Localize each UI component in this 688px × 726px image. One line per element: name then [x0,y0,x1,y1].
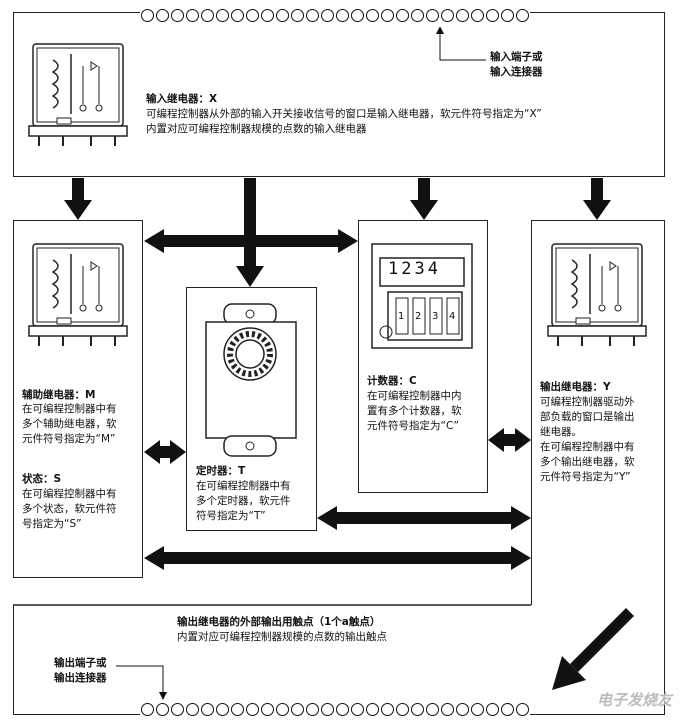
terminal-screw-icon [516,8,529,22]
input-relay-title: 输入继电器：X [146,93,218,105]
terminal-screw-icon [501,702,514,716]
terminal-screw-icon [471,8,484,22]
terminal-screw-icon [426,8,439,22]
terminal-screw-icon [291,702,304,716]
terminal-screw-icon [381,8,394,22]
terminal-screw-icon [186,8,199,22]
terminal-screw-icon [141,8,154,22]
output-relay-title: 输出继电器：Y [540,381,611,393]
arrow-down-output [583,178,611,220]
terminal-screw-icon [186,702,199,716]
output-contacts-desc: 内置对应可编程控制器规模的点数的输出触点 [177,631,387,643]
terminal-screw-icon [231,8,244,22]
terminal-screw-icon [336,702,349,716]
terminal-screw-icon [351,702,364,716]
counter-icon [371,243,473,349]
output-terminal-strip [140,701,530,721]
terminal-screw-icon [486,8,499,22]
arrow-down-aux [64,178,92,220]
double-arrow-timer-output [317,506,531,530]
double-arrow-aux-timer [144,440,186,464]
terminal-screw-icon [261,8,274,22]
terminal-screw-icon [261,702,274,716]
counter-dial-2: 2 [415,311,422,322]
arrow-down-counter [410,178,438,220]
arrow-diagonal-output [552,608,634,690]
input-relay-desc: 可编程控制器从外部的输入开关接收信号的窗口是输入继电器，软元件符号指定为“X” … [146,108,542,135]
terminal-screw-icon [231,702,244,716]
terminal-screw-icon [201,8,214,22]
output-relay-icon [547,243,647,347]
output-callout-line [116,665,164,696]
terminal-screw-icon [516,702,529,716]
input-callout-line [439,30,486,61]
terminal-screw-icon [321,702,334,716]
terminal-screw-icon [471,702,484,716]
terminal-screw-icon [171,702,184,716]
terminal-screw-icon [276,702,289,716]
output-contacts-title: 输出继电器的外部输出用触点（1个a触点） [177,616,381,628]
terminal-screw-icon [216,8,229,22]
aux-relay-icon [28,243,128,347]
terminal-screw-icon [396,702,409,716]
counter-display-value: 1234 [388,259,441,279]
watermark: 电子发烧友 [596,691,672,709]
terminal-screw-icon [276,8,289,22]
terminal-screw-icon [336,8,349,22]
aux-relay-desc: 在可编程控制器中有 多个辅助继电器，软 元件符号指定为“M” [22,403,117,445]
terminal-screw-icon [366,8,379,22]
counter-desc: 在可编程控制器中内 置有多个计数器，软 元件符号指定为“C” [367,390,462,432]
counter-dial-4: 4 [449,311,456,322]
terminal-screw-icon [366,702,379,716]
terminal-screw-icon [156,8,169,22]
terminal-screw-icon [306,8,319,22]
double-arrow-counter-output [488,428,531,452]
terminal-screw-icon [291,8,304,22]
aux-relay-title: 辅助继电器：M [22,389,96,401]
terminal-screw-icon [216,702,229,716]
terminal-screw-icon [306,702,319,716]
input-terminal-label: 输入端子或 输入连接器 [490,51,543,78]
arrow-down-timer [236,178,264,287]
state-title: 状态：S [22,473,62,485]
input-terminal-strip [140,7,530,27]
terminal-screw-icon [426,702,439,716]
terminal-screw-icon [441,702,454,716]
terminal-screw-icon [411,702,424,716]
timer-icon [205,303,297,457]
terminal-screw-icon [171,8,184,22]
terminal-screw-icon [381,702,394,716]
input-relay-icon [28,43,128,147]
terminal-screw-icon [141,702,154,716]
terminal-screw-icon [411,8,424,22]
terminal-screw-icon [246,702,259,716]
terminal-screw-icon [396,8,409,22]
terminal-screw-icon [246,8,259,22]
terminal-screw-icon [456,702,469,716]
terminal-screw-icon [501,8,514,22]
terminal-screw-icon [321,8,334,22]
timer-desc: 在可编程控制器中有 多个定时器，软元件 符号指定为“T” [196,480,291,522]
double-arrow-aux-counter [144,229,358,253]
terminal-screw-icon [351,8,364,22]
terminal-screw-icon [156,702,169,716]
counter-title: 计数器：C [367,375,417,387]
terminal-screw-icon [201,702,214,716]
output-contacts-box [13,605,665,715]
output-terminal-label: 输出端子或 输出连接器 [54,657,107,684]
state-desc: 在可编程控制器中有 多个状态，软元件符 号指定为“S” [22,488,117,530]
counter-dial-1: 1 [398,311,405,322]
terminal-screw-icon [441,8,454,22]
counter-dial-3: 3 [432,311,439,322]
terminal-screw-icon [486,702,499,716]
double-arrow-aux-output [144,546,531,570]
timer-title: 定时器：T [196,465,246,477]
output-relay-desc: 可编程控制器驱动外 部负载的窗口是输出 继电器。 在可编程控制器中有 多个输出继… [540,396,635,483]
terminal-screw-icon [456,8,469,22]
